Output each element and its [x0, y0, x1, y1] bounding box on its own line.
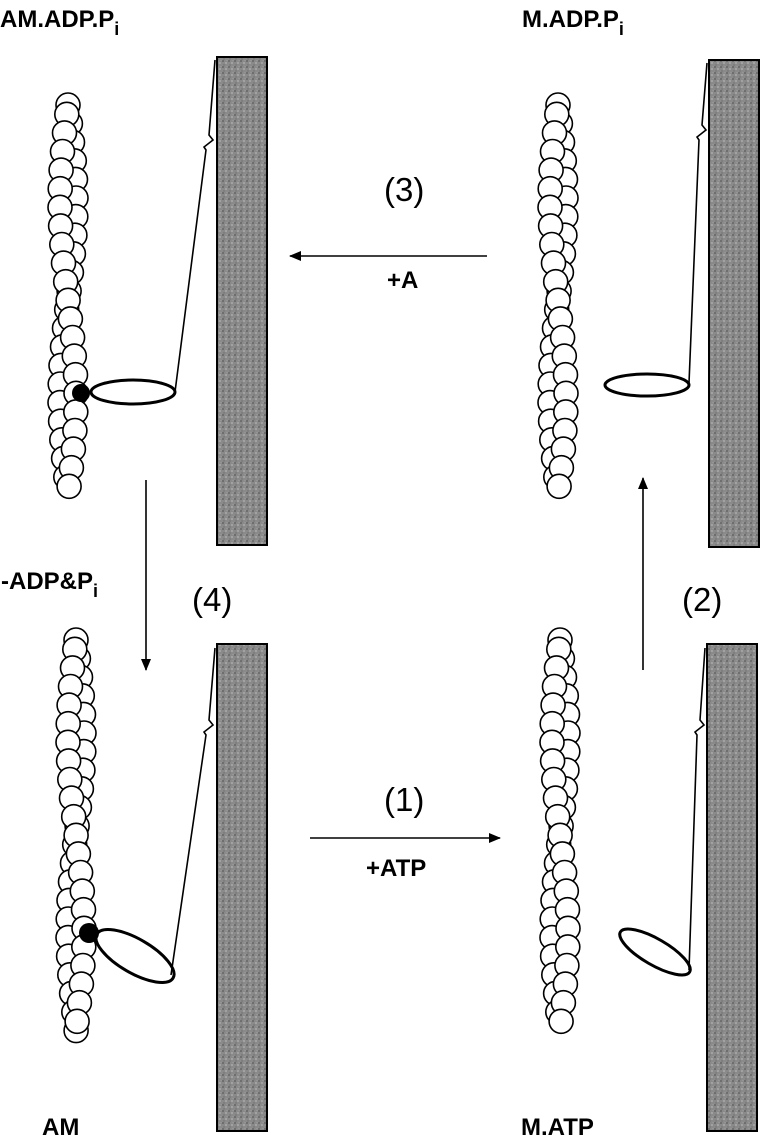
step-number-1: (1) — [384, 781, 424, 818]
thick-filament — [216, 56, 268, 546]
actin-monomer — [64, 1008, 90, 1035]
state-label-am: AM — [42, 1114, 79, 1140]
actin-monomer — [548, 1008, 574, 1035]
panel-m-adp-pi — [537, 59, 760, 548]
step-condition-4: -ADP&Pi — [1, 568, 98, 601]
actin-filament — [537, 92, 579, 500]
actin-filament — [539, 627, 581, 1035]
s2-tether — [688, 62, 708, 384]
panel-am — [55, 627, 268, 1132]
actin-monomer — [56, 473, 82, 500]
myosin-head — [618, 927, 692, 977]
step-condition-1: +ATP — [366, 855, 426, 882]
s2-tether — [170, 647, 216, 976]
state-label-m-atp: M.ATP — [521, 1114, 594, 1140]
state-label-am-adp-pi: AM.ADP.Pi — [0, 6, 119, 39]
actin-binding-site — [79, 923, 99, 943]
thick-filament — [708, 59, 760, 548]
step-number-3: (3) — [384, 171, 424, 208]
step-number-2: (2) — [682, 581, 722, 618]
actin-monomer — [546, 473, 572, 500]
actin-binding-site — [72, 384, 90, 402]
thick-filament — [216, 643, 268, 1132]
myosin-head — [89, 378, 177, 406]
s2-tether — [174, 59, 216, 393]
actin-filament — [47, 92, 89, 500]
step-number-4: (4) — [192, 581, 232, 618]
thick-filament — [706, 643, 758, 1132]
state-label-m-adp-pi: M.ADP.Pi — [522, 6, 624, 39]
myosin-head — [603, 372, 691, 398]
panel-am-adp-pi — [47, 56, 268, 546]
panel-m-atp — [539, 627, 758, 1132]
step-condition-3: +A — [387, 267, 418, 294]
s2-tether — [688, 647, 706, 971]
actin-filament — [55, 627, 97, 1044]
myosin-head — [94, 928, 176, 984]
